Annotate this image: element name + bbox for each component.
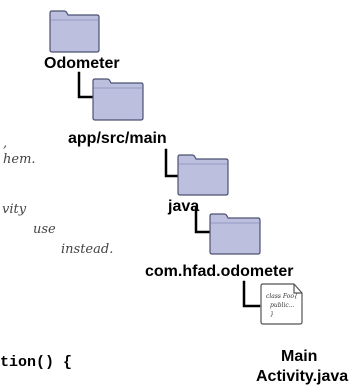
folder-icon — [177, 154, 229, 196]
file-label-activity-java: Activity.java — [256, 368, 349, 385]
connector-odometer-main — [77, 71, 95, 99]
file-label-main: Main — [281, 348, 318, 365]
connector-main-java — [164, 148, 180, 178]
note-text: hem. — [3, 152, 36, 167]
folder-label-app-src-main: app/src/main — [68, 130, 167, 147]
file-icon-text: } — [270, 311, 274, 318]
java-file-icon: class Foo{ public... } — [260, 283, 303, 325]
folder-label-odometer: Odometer — [44, 55, 120, 72]
connector-java-package — [194, 206, 212, 234]
folder-icon — [92, 78, 144, 121]
note-text: use — [33, 222, 56, 237]
folder-icon — [49, 10, 100, 53]
note-text: instead. — [61, 242, 114, 257]
connector-package-file — [242, 280, 261, 308]
folder-label-com-hfad-odometer: com.hfad.odometer — [145, 263, 294, 280]
file-icon-text: public... — [270, 302, 295, 309]
folder-icon — [209, 213, 261, 255]
note-text: vity — [2, 202, 27, 217]
folder-label-java: java — [168, 198, 200, 215]
note-text: , — [3, 136, 8, 151]
file-icon-text: class Foo{ — [266, 293, 298, 300]
code-line: tion() { — [0, 354, 73, 371]
tree-connectors — [77, 71, 261, 308]
